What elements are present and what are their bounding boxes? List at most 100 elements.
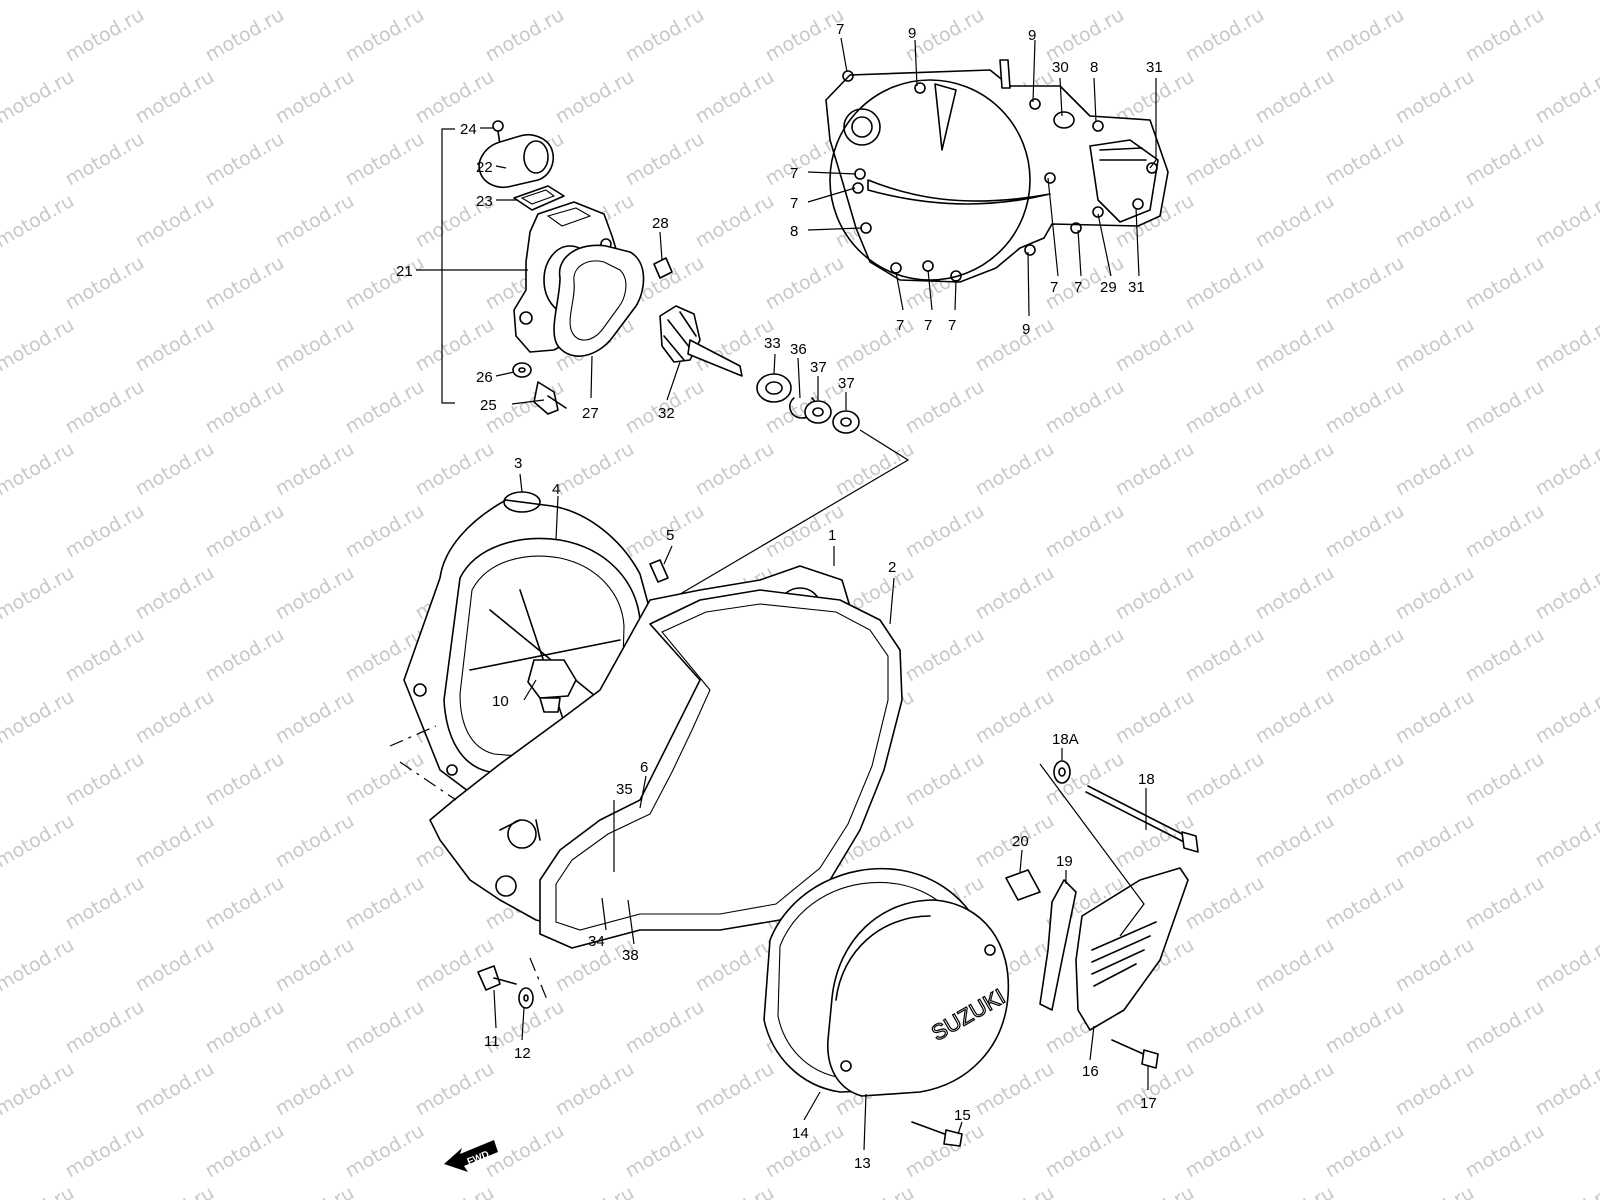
part-33-bearing (756, 373, 792, 403)
watermark-text: motod.ru (1112, 314, 1198, 377)
watermark-text: motod.ru (0, 934, 78, 997)
watermark-text: motod.ru (412, 1058, 498, 1121)
watermark-text: motod.ru (692, 1182, 778, 1200)
part-26-washer (512, 362, 532, 378)
watermark-text: motod.ru (622, 996, 708, 1059)
watermark-text: motod.ru (1112, 0, 1198, 4)
callout-23: 23 (476, 193, 493, 210)
watermark-text: motod.ru (762, 252, 848, 315)
part-25-bolt (533, 381, 567, 415)
watermark-text: motod.ru (0, 66, 78, 129)
watermark-text: motod.ru (0, 810, 78, 873)
watermark-text: motod.ru (1532, 66, 1600, 129)
callout-7h: 7 (1074, 279, 1082, 296)
watermark-text: motod.ru (132, 1182, 218, 1200)
watermark-text: motod.ru (202, 500, 288, 563)
watermark-text: motod.ru (1392, 438, 1478, 501)
watermark-text: motod.ru (202, 376, 288, 439)
part-13-magneto-cover: SUZUKI (827, 899, 1010, 1097)
callout-37b: 37 (838, 375, 855, 392)
watermark-text: motod.ru (62, 252, 148, 315)
callout-11: 11 (484, 1033, 500, 1050)
watermark-text: motod.ru (1112, 686, 1198, 749)
callout-12: 12 (514, 1045, 531, 1062)
watermark-text: motod.ru (342, 128, 428, 191)
callout-21: 21 (396, 263, 413, 280)
callout-7c: 7 (790, 195, 798, 212)
watermark-text: motod.ru (202, 872, 288, 935)
callout-34: 34 (588, 933, 605, 950)
watermark-text: motod.ru (1182, 376, 1268, 439)
callout-4: 4 (552, 481, 560, 498)
watermark-text: motod.ru (552, 1182, 638, 1200)
watermark-text: motod.ru (1322, 500, 1408, 563)
watermark-text: motod.ru (1252, 190, 1338, 253)
watermark-text: motod.ru (272, 438, 358, 501)
part-32-impeller-shaft (659, 305, 743, 377)
watermark-text: motod.ru (972, 0, 1058, 4)
watermark-text: motod.ru (1392, 934, 1478, 997)
callout-5: 5 (666, 527, 674, 544)
watermark-text: motod.ru (132, 0, 218, 4)
watermark-text: motod.ru (832, 438, 918, 501)
watermark-text: motod.ru (202, 1120, 288, 1183)
watermark-text: motod.ru (1252, 810, 1338, 873)
watermark-text: motod.ru (342, 4, 428, 67)
watermark-text: motod.ru (342, 996, 428, 1059)
watermark-text: motod.ru (902, 500, 988, 563)
part-27-pump-gasket (553, 244, 645, 357)
watermark-text: motod.ru (272, 314, 358, 377)
watermark-text: motod.ru (0, 562, 78, 625)
watermark-text: motod.ru (1322, 624, 1408, 687)
watermark-text: motod.ru (832, 0, 918, 4)
watermark-text: motod.ru (1462, 872, 1548, 935)
watermark-text: motod.ru (0, 190, 78, 253)
callout-30: 30 (1052, 59, 1069, 76)
watermark-text: motod.ru (132, 810, 218, 873)
watermark-text: motod.ru (62, 872, 148, 935)
watermark-text: motod.ru (132, 934, 218, 997)
watermark-text: motod.ru (0, 438, 78, 501)
part-17-bolt (1111, 1039, 1159, 1069)
watermark-text: motod.ru (132, 314, 218, 377)
watermark-text: motod.ru (1252, 686, 1338, 749)
part-22-inlet-elbow (478, 134, 554, 188)
callout-28: 28 (652, 215, 669, 232)
watermark-text: motod.ru (62, 376, 148, 439)
watermark-text: motod.ru (272, 66, 358, 129)
watermark-text: motod.ru (62, 128, 148, 191)
watermark-text: motod.ru (1392, 190, 1478, 253)
watermark-text: motod.ru (692, 1058, 778, 1121)
watermark-text: motod.ru (1042, 624, 1128, 687)
watermark-text: motod.ru (1462, 376, 1548, 439)
watermark-text: motod.ru (62, 748, 148, 811)
watermark-text: motod.ru (1462, 624, 1548, 687)
callout-7g: 7 (1050, 279, 1058, 296)
watermark-text: motod.ru (902, 748, 988, 811)
watermark-text: motod.ru (202, 624, 288, 687)
callout-18a: 18A (1052, 731, 1079, 748)
watermark-text: motod.ru (272, 1058, 358, 1121)
callout-7d: 7 (896, 317, 904, 334)
watermark-text: motod.ru (1392, 66, 1478, 129)
watermark-text: motod.ru (972, 438, 1058, 501)
callout-31a: 31 (1146, 59, 1163, 76)
callout-31b: 31 (1128, 279, 1145, 296)
watermark-text: motod.ru (132, 66, 218, 129)
watermark-text: motod.ru (972, 686, 1058, 749)
watermark-text: motod.ru (202, 252, 288, 315)
watermark-text: motod.ru (272, 0, 358, 4)
watermark-text: motod.ru (972, 1058, 1058, 1121)
watermark-text: motod.ru (1182, 500, 1268, 563)
watermark-text: motod.ru (1322, 996, 1408, 1059)
water-pump-group (441, 120, 910, 601)
watermark-text: motod.ru (132, 438, 218, 501)
watermark-text: motod.ru (972, 1182, 1058, 1200)
watermark-text: motod.ru (1252, 562, 1338, 625)
watermark-text: motod.ru (1462, 252, 1548, 315)
part-37-oil-seal-b (832, 410, 860, 434)
watermark-text: motod.ru (1252, 0, 1338, 4)
callout-labels: 1 2 3 4 5 6 7 7 7 7 7 7 7 7 8 8 9 9 9 10… (396, 21, 1163, 1172)
callout-33: 33 (764, 335, 781, 352)
watermark-text: motod.ru (342, 872, 428, 935)
